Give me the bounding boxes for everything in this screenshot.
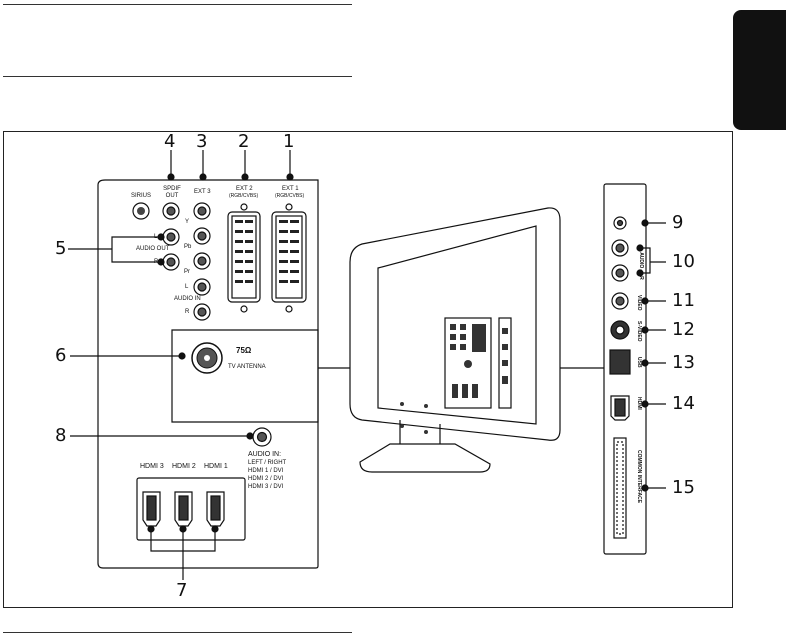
y-label: Y: [185, 219, 190, 225]
audio-out-label: AUDIO OUT: [136, 246, 170, 252]
antenna-jack: [191, 342, 223, 374]
rca-jacks: [162, 202, 272, 447]
side-hdmi-label: HDMI: [636, 397, 642, 410]
diagram-frame: [3, 131, 733, 608]
side-svideo-label: S-VIDEO: [636, 321, 642, 342]
callout-8: 8: [55, 425, 67, 446]
side-panel: [603, 183, 647, 555]
callout-1: 1: [283, 131, 295, 152]
audio-in-label: AUDIO IN: [174, 296, 201, 302]
sirius-label: SIRIUS: [131, 193, 152, 199]
ext1-label: EXT 1: [282, 186, 299, 192]
side-usb-port: [609, 349, 631, 375]
scart-ext1: [271, 203, 307, 313]
hdmi1-label: HDMI 1: [204, 463, 228, 470]
audio-in-lr-label: AUDIO IN:: [248, 451, 282, 458]
ext1-sub-label: (RGB/CVBS): [275, 193, 305, 199]
callout-3: 3: [196, 131, 208, 152]
callout-10: 10: [672, 251, 695, 272]
back-panel-outline: [97, 179, 319, 569]
scart-pins: [235, 220, 299, 283]
left-right-label: LEFT / RIGHT: [248, 460, 287, 466]
callout-5: 5: [55, 238, 67, 259]
side-video-label: VIDEO: [636, 295, 642, 311]
ohm-label: 75Ω: [236, 346, 252, 355]
ext3-label: EXT 3: [194, 189, 211, 195]
scart-ext2: [227, 203, 261, 313]
ext2-sub-label: (RGB/CVBS): [229, 193, 259, 199]
top-rule-1: [3, 4, 352, 5]
tv-stand-base: [359, 443, 491, 473]
side-connectors: [609, 216, 631, 539]
audio-out-l-label: L: [154, 234, 158, 240]
hdmi3-label: HDMI 3: [140, 463, 164, 470]
language-tab: [733, 10, 786, 130]
audio-in-r-label: R: [185, 309, 190, 315]
tv-connector-detail: [400, 324, 508, 434]
hdmi2-label: HDMI 2: [172, 463, 196, 470]
callout-4: 4: [164, 131, 176, 152]
hdmi-group-box: [136, 477, 246, 541]
side-audio-label: — AUDIO — R: [638, 246, 644, 280]
hdmi3-dvi-label: HDMI 3 / DVI: [248, 484, 284, 490]
antenna-section: [171, 329, 319, 423]
pr-label: Pr: [184, 269, 190, 275]
callout-7: 7: [176, 580, 188, 601]
audio-out-r-label: R: [154, 259, 159, 265]
spdif-out-label: SPDIF OUT: [163, 186, 181, 199]
callout-11: 11: [672, 290, 695, 311]
callout-14: 14: [672, 393, 695, 414]
pb-label: Pb: [184, 244, 192, 250]
callout-6: 6: [55, 345, 67, 366]
side-ci-label: COMMON INTERFACE: [636, 450, 642, 504]
side-callout-lines: [636, 219, 666, 492]
callout-12: 12: [672, 319, 695, 340]
hdmi-ports: [142, 491, 225, 527]
tv-antenna-label: TV ANTENNA: [228, 364, 266, 370]
callout-2: 2: [238, 131, 250, 152]
top-rule-2: [3, 76, 352, 77]
callout-15: 15: [672, 477, 695, 498]
callout-9: 9: [672, 212, 684, 233]
audio-in-l-label: L: [185, 284, 189, 290]
hdmi2-dvi-label: HDMI 2 / DVI: [248, 476, 284, 482]
ext2-label: EXT 2: [236, 186, 253, 192]
hdmi1-dvi-label: HDMI 1 / DVI: [248, 468, 284, 474]
sirius-jack: [132, 202, 150, 220]
callout-13: 13: [672, 352, 695, 373]
side-usb-label: USB: [636, 357, 642, 368]
bottom-rule: [3, 632, 352, 633]
